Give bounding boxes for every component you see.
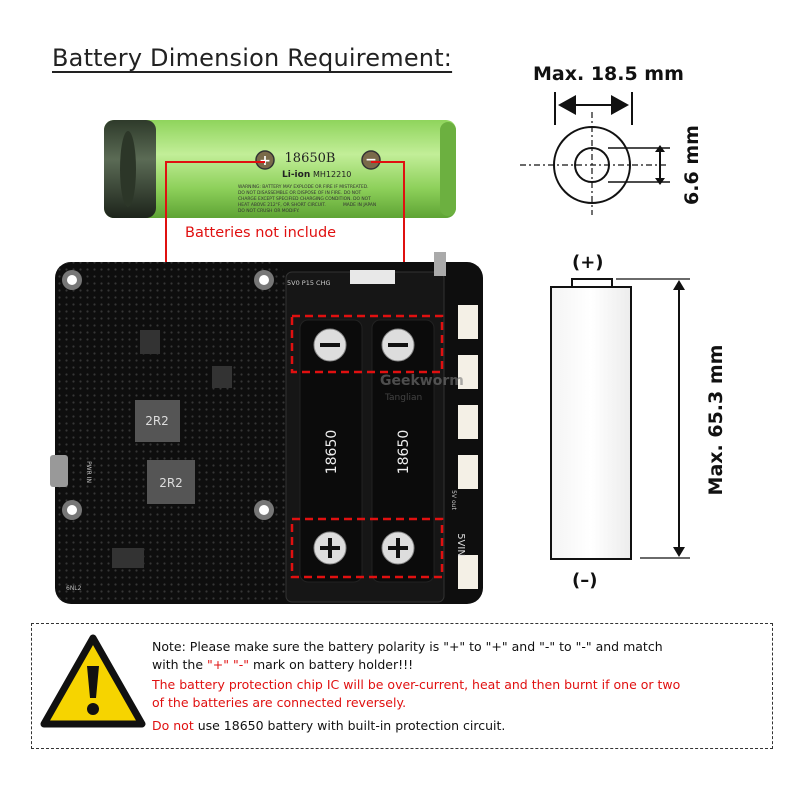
inductor-1-label: 2R2 [145, 414, 169, 428]
svg-text:Geekworm: Geekworm [380, 373, 464, 389]
expansion-board: 2R2 2R2 PWR IN 6NL2 18650 18650 5V0 P15 … [50, 252, 483, 604]
battery-model: 18650B [285, 151, 336, 166]
svg-text:WARNING: BATTERY MAY EXPLODE O: WARNING: BATTERY MAY EXPLODE OR FIRE IF … [238, 184, 369, 190]
negative-label: (–) [572, 570, 597, 591]
warning-icon [40, 634, 146, 728]
svg-text:MADE IN JAPAN: MADE IN JAPAN [343, 202, 376, 208]
pwr-in-label: PWR IN [85, 461, 92, 483]
note-box [31, 623, 773, 749]
note-line-3: The battery protection chip IC will be o… [152, 677, 681, 692]
max-diameter-label: Max. 18.5 mm [533, 63, 684, 85]
note-line-5: Do not use 18650 battery with built-in p… [152, 718, 506, 733]
negative-terminals [290, 314, 444, 374]
svg-text:DO NOT CRUSH OR MODIFY.: DO NOT CRUSH OR MODIFY. [238, 208, 299, 214]
battery-photo: + − 18650B Li-ion MH12210 WARNING: BATTE… [104, 120, 456, 218]
diameter-diagram: Max. 18.5 mm 6.6 mm [520, 63, 703, 215]
cell-2-label: 18650 [396, 430, 412, 475]
svg-text:6NL2: 6NL2 [66, 585, 82, 592]
positive-terminals [290, 517, 444, 579]
note-line-1: Note: Please make sure the battery polar… [152, 639, 663, 654]
not-included-text: Batteries not include [185, 225, 336, 241]
battery-part: MH12210 [313, 170, 351, 179]
page-title: Battery Dimension Requirement: [52, 44, 453, 72]
svg-text:DO NOT DISASSEMBLE OR DISPOSE: DO NOT DISASSEMBLE OR DISPOSE OF IN FIRE… [238, 190, 362, 196]
length-diagram: (+) Max. 65.3 mm (–) [550, 252, 727, 591]
battery-chem: Li-ion [282, 170, 310, 180]
inner-diameter-label: 6.6 mm [681, 125, 703, 205]
svg-text:CHARGE EXCEPT SPECIFIED CHARGI: CHARGE EXCEPT SPECIFIED CHARGING CONDITI… [238, 196, 371, 202]
svg-text:−: − [365, 152, 377, 168]
note-line-2: with the "+" "-" mark on battery holder!… [152, 657, 414, 672]
positive-label: (+) [572, 252, 604, 273]
cell-1-label: 18650 [324, 430, 340, 475]
note-line-4: of the batteries are connected reversely… [152, 695, 407, 710]
svg-text:5V0 P15 CHG: 5V0 P15 CHG [287, 279, 331, 287]
inductor-2-label: 2R2 [159, 476, 183, 490]
svg-text:HEAT ABOVE 212°F, OR SHORT CIR: HEAT ABOVE 212°F, OR SHORT CIRCUIT. [238, 202, 326, 208]
vin-label: 5VIN [455, 533, 466, 557]
max-length-label: Max. 65.3 mm [705, 345, 727, 496]
svg-text:Tanglian: Tanglian [384, 393, 422, 403]
svg-text:5V out: 5V out [450, 490, 457, 510]
